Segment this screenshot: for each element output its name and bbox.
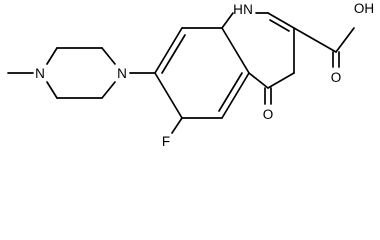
atom-label-hydroxyl: OH bbox=[354, 1, 374, 16]
bond bbox=[161, 34, 186, 74]
pyridone-ring bbox=[221, 12, 295, 105]
bond bbox=[269, 19, 290, 32]
bond bbox=[101, 81, 116, 99]
bond bbox=[221, 12, 234, 29]
bond bbox=[171, 117, 183, 134]
atom-label-ketone-oxygen: O bbox=[263, 107, 274, 122]
atom-label-carbonyl-oxygen: O bbox=[331, 70, 342, 85]
atom-label-piperazine-n1: N bbox=[117, 66, 127, 81]
bond bbox=[101, 47, 116, 65]
chemical-structure: N N H N OH O O F bbox=[7, 1, 374, 149]
bond bbox=[248, 72, 269, 89]
bond bbox=[293, 27, 337, 53]
bond bbox=[221, 72, 250, 119]
atom-label-nh-hydrogen: H bbox=[233, 2, 243, 17]
bond bbox=[46, 81, 58, 99]
bond bbox=[218, 72, 243, 112]
bond bbox=[154, 72, 183, 119]
carboxyl-group bbox=[293, 27, 355, 68]
atom-label-nh-nitrogen: N bbox=[243, 2, 253, 17]
bond bbox=[154, 27, 183, 74]
bond bbox=[335, 27, 355, 53]
piperazine-ring bbox=[7, 47, 156, 99]
atom-label-fluorine: F bbox=[162, 134, 170, 149]
bond bbox=[221, 27, 250, 74]
bond bbox=[267, 72, 295, 89]
benzene-ring bbox=[154, 27, 250, 134]
atom-label-piperazine-n4: N bbox=[35, 66, 45, 81]
bond bbox=[267, 12, 295, 29]
bond bbox=[46, 47, 58, 65]
